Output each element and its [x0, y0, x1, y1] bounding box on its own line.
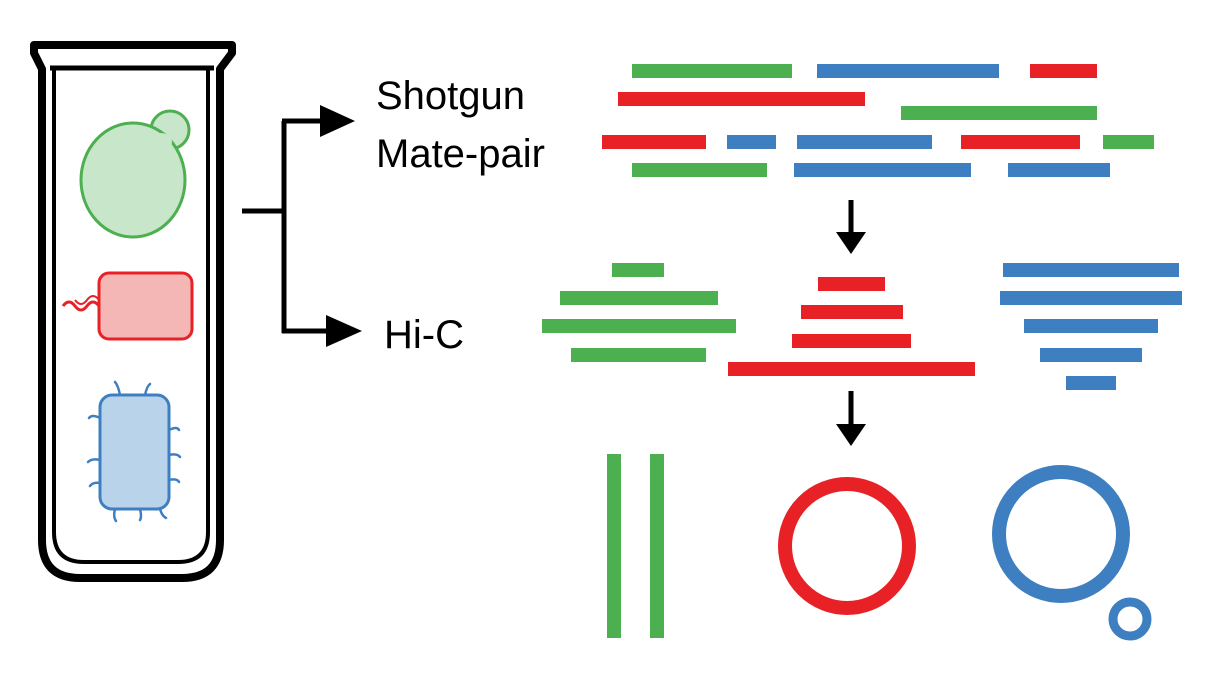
read: [542, 319, 736, 333]
down-arrow-binning: [836, 200, 866, 254]
read: [1066, 376, 1116, 390]
read: [1000, 291, 1182, 305]
read: [1103, 135, 1154, 149]
hic-cluster-red: [728, 277, 975, 376]
read: [1008, 163, 1110, 177]
read: [817, 64, 999, 78]
mate-pair-label: Mate-pair: [376, 132, 545, 176]
read: [560, 291, 718, 305]
hic-cluster-blue: [1000, 263, 1182, 390]
shotgun-reads: [602, 64, 1154, 177]
piliated-bacterium-icon: [86, 380, 182, 523]
read: [632, 64, 792, 78]
read: [1040, 348, 1142, 362]
read: [818, 277, 885, 291]
read: [961, 135, 1080, 149]
read: [901, 106, 1097, 120]
read: [1030, 64, 1097, 78]
read: [792, 334, 911, 348]
linear-chromosome-icon: [607, 454, 664, 638]
read: [801, 305, 903, 319]
hic-label: Hi-C: [384, 313, 464, 357]
read: [1024, 319, 1158, 333]
arrow-head-hic: [326, 315, 362, 347]
down-arrow-assembly: [836, 391, 866, 446]
shotgun-label: Shotgun: [376, 74, 526, 118]
read: [612, 263, 664, 277]
branch-arrows: [242, 105, 362, 347]
read: [571, 348, 706, 362]
hic-cluster-green: [542, 263, 736, 362]
read: [618, 92, 865, 106]
read: [797, 135, 932, 149]
read: [632, 163, 767, 177]
arrow-head-shotgun: [320, 105, 355, 137]
circular-chromosome-icon: [778, 477, 916, 615]
read: [794, 163, 971, 177]
read: [1003, 263, 1179, 277]
flagellated-bacterium-icon: [61, 271, 194, 341]
read: [727, 135, 776, 149]
read: [602, 135, 706, 149]
circular-chromosome-icon: [992, 465, 1130, 603]
yeast-cell-icon: [79, 109, 191, 239]
read: [728, 362, 975, 376]
plasmid-icon: [1108, 597, 1152, 641]
